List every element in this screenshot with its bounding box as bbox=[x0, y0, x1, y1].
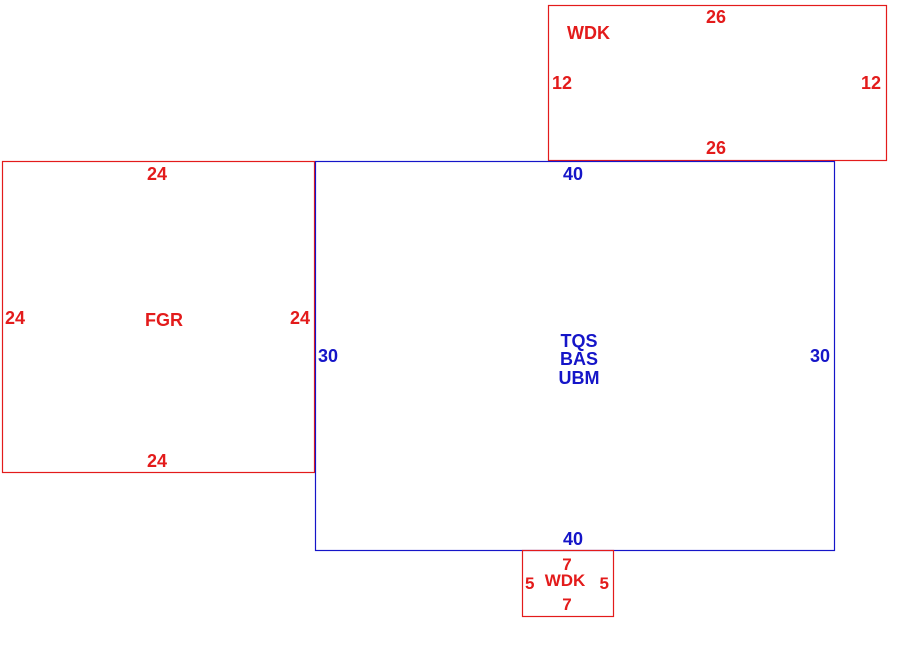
top-deck-dim-right: 12 bbox=[861, 73, 881, 93]
garage-dim-bottom: 24 bbox=[147, 451, 167, 471]
bottom-deck-outline bbox=[521, 549, 615, 618]
garage-outline bbox=[1, 160, 316, 474]
bottom-deck-code: WDK bbox=[545, 571, 586, 590]
bottom-deck: WDK 7 7 5 5 bbox=[521, 549, 615, 618]
top-deck-dim-bottom: 26 bbox=[706, 138, 726, 158]
main-building: TQS BAS UBM 40 40 30 30 bbox=[314, 160, 836, 552]
main-building-code-1: TQS bbox=[560, 331, 597, 351]
main-building-code-3: UBM bbox=[559, 368, 600, 388]
garage: FGR 24 24 24 24 bbox=[1, 160, 316, 474]
bottom-deck-dim-right: 5 bbox=[600, 574, 609, 593]
garage-dim-left: 24 bbox=[5, 308, 25, 328]
main-building-dim-top: 40 bbox=[563, 164, 583, 184]
bottom-deck-dim-left: 5 bbox=[525, 574, 534, 593]
garage-dim-top: 24 bbox=[147, 164, 167, 184]
garage-code: FGR bbox=[145, 310, 183, 330]
main-building-dim-bottom: 40 bbox=[563, 529, 583, 549]
top-deck-dim-top: 26 bbox=[706, 7, 726, 27]
bottom-deck-dim-top: 7 bbox=[562, 555, 571, 574]
main-building-dim-left: 30 bbox=[318, 346, 338, 366]
top-deck: WDK 26 26 12 12 bbox=[547, 4, 888, 162]
top-deck-outline bbox=[547, 4, 888, 162]
top-deck-dim-left: 12 bbox=[552, 73, 572, 93]
top-deck-code: WDK bbox=[567, 23, 610, 43]
bottom-deck-dim-bottom: 7 bbox=[562, 595, 571, 614]
garage-dim-right: 24 bbox=[290, 308, 310, 328]
main-building-code-2: BAS bbox=[560, 349, 598, 369]
main-building-dim-right: 30 bbox=[810, 346, 830, 366]
